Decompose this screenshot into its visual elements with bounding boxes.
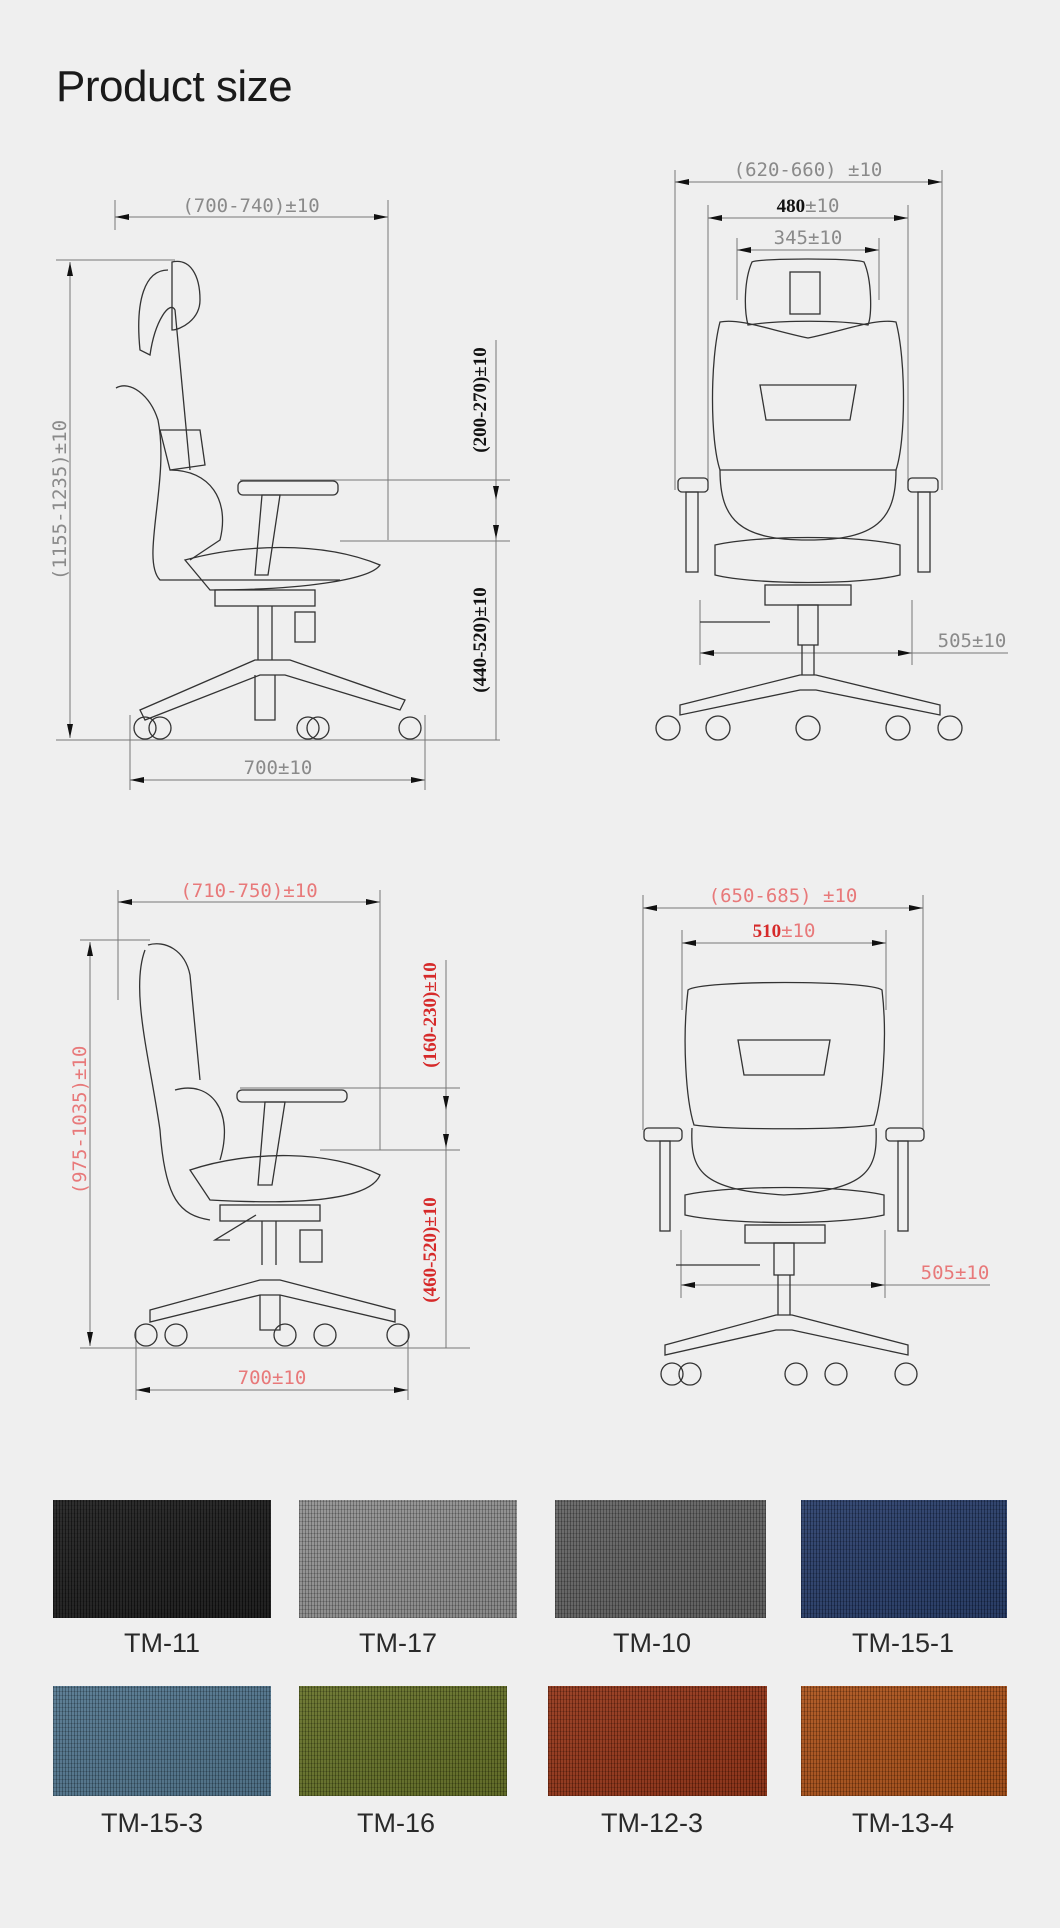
swatch-label-tm-15-3: TM-15-3: [100, 1808, 203, 1838]
side-high-arm-label: (200-270)±10: [470, 347, 491, 452]
side-high-width-label: (700-740)±10: [182, 195, 319, 217]
side-low-seat-label: (460-520)±10: [420, 1197, 441, 1302]
swatch-tm-13-4[interactable]: [801, 1686, 1007, 1796]
front-high-inner-label: 480±10: [777, 195, 840, 217]
side-low-arm-label: (160-230)±10: [420, 962, 441, 1067]
side-low-width-label: (710-750)±10: [180, 880, 317, 902]
front-high-seat-label: 505±10: [938, 630, 1007, 652]
chair-front-low-drawing: [643, 981, 925, 1386]
chair-front-high-drawing: [655, 258, 963, 741]
side-high-base-label: 700±10: [244, 757, 313, 779]
side-view-high-back: (700-740)±10 (1155-1235)±10 (200-270)±10…: [49, 195, 510, 790]
page-title: Product size: [56, 62, 293, 111]
front-low-inner-label: 510±10: [753, 920, 816, 942]
swatch-tm-15-1[interactable]: [801, 1500, 1007, 1618]
chair-side-low-drawing: [134, 943, 410, 1347]
swatch-tm-16[interactable]: [299, 1686, 507, 1796]
swatch-label-tm-17: TM-17: [358, 1628, 437, 1658]
swatch-tm-11[interactable]: [53, 1500, 271, 1618]
swatch-tm-12-3[interactable]: [548, 1686, 767, 1796]
side-low-base-label: 700±10: [238, 1367, 307, 1389]
front-low-seat-label: 505±10: [921, 1262, 990, 1284]
front-view-low-back: (650-685) ±10 510±10 505±10: [642, 885, 990, 1386]
dimension-drawings: (700-740)±10 (1155-1235)±10 (200-270)±10…: [49, 159, 1008, 1400]
side-low-seat-value: (460-520)±10: [420, 1197, 441, 1302]
side-low-arm-value: (160-230)±10: [420, 962, 441, 1067]
side-high-height-label: (1155-1235)±10: [49, 420, 71, 580]
swatch-label-tm-11: TM-11: [123, 1628, 200, 1658]
front-low-overall-label: (650-685) ±10: [709, 885, 858, 907]
chair-side-high-drawing: [115, 260, 422, 740]
swatch-tm-15-3[interactable]: [53, 1686, 271, 1796]
swatch-label-tm-15-1: TM-15-1: [851, 1628, 954, 1658]
swatch-tm-17[interactable]: [299, 1500, 517, 1618]
side-high-seat-label: (440-520)±10: [470, 587, 491, 692]
front-high-inner-value: 480: [777, 196, 806, 217]
front-low-inner-tol: ±10: [781, 920, 815, 942]
side-low-height-label: (975-1035)±10: [69, 1046, 91, 1195]
side-high-arm-value: (200-270)±10: [470, 347, 491, 452]
front-high-headrest-label: 345±10: [774, 227, 843, 249]
swatch-label-tm-13-4: TM-13-4: [851, 1808, 954, 1838]
side-view-low-back: (710-750)±10 (975-1035)±10 (160-230)±10 …: [69, 880, 470, 1400]
swatch-label-tm-12-3: TM-12-3: [600, 1808, 703, 1838]
swatch-label-tm-10: TM-10: [612, 1628, 691, 1658]
front-high-overall-label: (620-660) ±10: [734, 159, 883, 181]
front-view-high-back: (620-660) ±10 480±10 345±10 505±10: [655, 159, 1008, 741]
front-low-inner-value: 510: [753, 921, 782, 942]
side-high-seat-value: (440-520)±10: [470, 587, 491, 692]
swatch-tm-10[interactable]: [555, 1500, 766, 1618]
swatch-label-tm-16: TM-16: [356, 1808, 435, 1838]
front-high-inner-tol: ±10: [805, 195, 839, 217]
